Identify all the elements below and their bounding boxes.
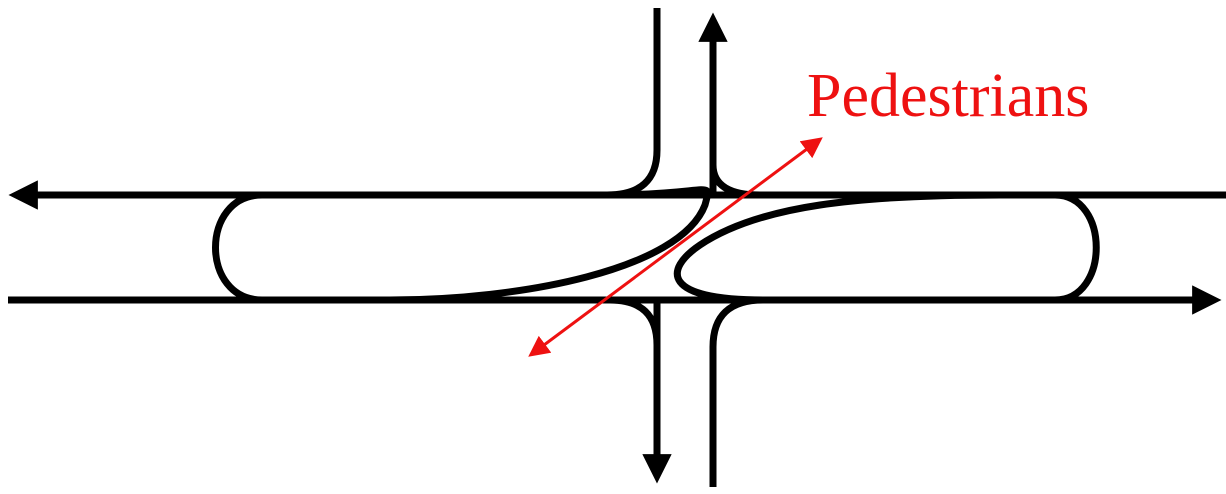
corner-fillet-top-left [606,149,661,199]
pedestrians-label: Pedestrians [807,62,1089,130]
corner-fillet-bottom-right [709,296,764,348]
pedestrian-crossing: Pedestrians [528,62,1089,357]
left-median-island [212,186,712,304]
pedestrian-crossing-arrow [528,137,823,357]
right-median-island [673,191,1100,304]
corner-fillet-bottom-left [609,296,661,346]
